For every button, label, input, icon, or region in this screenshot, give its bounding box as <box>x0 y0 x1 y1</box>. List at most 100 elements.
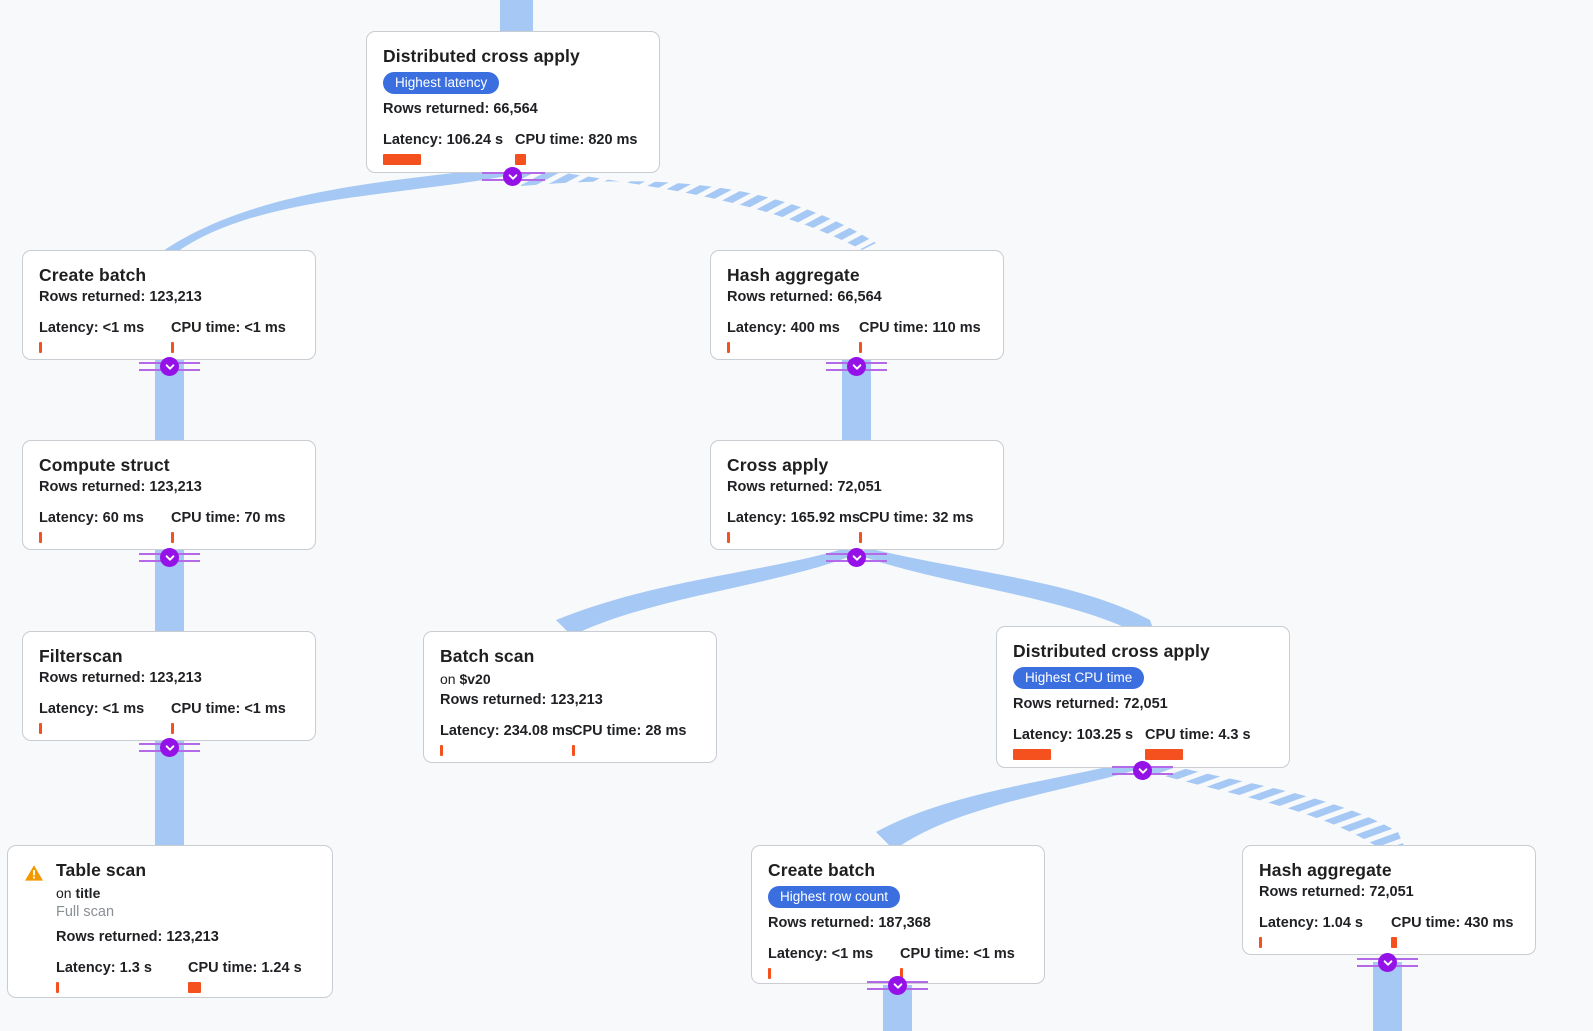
node-metrics: Latency: <1 ms CPU time: <1 ms <box>39 320 299 353</box>
metric-cpu-label: CPU time: 1.24 s <box>188 960 302 976</box>
metric-latency-bar <box>39 723 42 734</box>
edge-distributed-cross-apply-to-create-batch <box>876 760 1136 856</box>
node-title: Distributed cross apply <box>383 46 580 66</box>
metric-latency: Latency: <1 ms <box>768 946 900 979</box>
node-body: Distributed cross apply Highest latency … <box>383 46 643 165</box>
chevron-down-icon <box>851 361 863 373</box>
node-inner: Batch scan on $v20 Rows returned: 123,21… <box>440 646 700 756</box>
chevron-down-icon <box>851 552 863 564</box>
edge-hash-aggregate-lower-outgoing <box>1373 962 1402 1031</box>
on-prefix: on <box>440 671 456 687</box>
chevron-down-icon <box>892 980 904 992</box>
metric-cpu-label: CPU time: 820 ms <box>515 132 638 148</box>
node-body: Create batch Highest row count Rows retu… <box>768 860 1028 979</box>
node-metrics: Latency: 165.92 ms CPU time: 32 ms <box>727 510 987 543</box>
metric-cpu: CPU time: <1 ms <box>171 320 286 353</box>
plan-node-filterscan[interactable]: Filterscan Rows returned: 123,213 Latenc… <box>22 631 316 741</box>
metric-cpu: CPU time: 820 ms <box>515 132 638 165</box>
metric-cpu-label: CPU time: 32 ms <box>859 510 974 526</box>
node-body: Batch scan on $v20 Rows returned: 123,21… <box>440 646 700 756</box>
plan-node-distributed-cross-apply-root[interactable]: Distributed cross apply Highest latency … <box>366 31 660 173</box>
plan-node-create-batch-lower[interactable]: Create batch Highest row count Rows retu… <box>751 845 1045 984</box>
status-badge: Highest latency <box>383 72 500 94</box>
metric-latency-label: Latency: 103.25 s <box>1013 727 1134 743</box>
metric-latency-bar <box>1259 937 1262 948</box>
node-title: Distributed cross apply <box>1013 641 1210 661</box>
collapse-toggle-create-batch-left[interactable] <box>160 357 179 376</box>
metric-latency-bar <box>768 968 771 979</box>
metric-cpu: CPU time: 28 ms <box>572 723 686 756</box>
metric-cpu-label: CPU time: <1 ms <box>171 320 286 336</box>
metric-cpu-bar <box>1145 749 1183 760</box>
chevron-down-icon <box>164 552 176 564</box>
metric-latency: Latency: 106.24 s <box>383 132 515 165</box>
metric-cpu-label: CPU time: <1 ms <box>171 701 286 717</box>
metric-cpu: CPU time: 1.24 s <box>188 960 302 993</box>
collapse-toggle-distributed-cross-apply-root[interactable] <box>503 167 522 186</box>
node-title: Compute struct <box>39 455 170 475</box>
metric-latency: Latency: 1.3 s <box>56 960 188 993</box>
metric-cpu: CPU time: 110 ms <box>859 320 981 353</box>
node-metrics: Latency: 60 ms CPU time: 70 ms <box>39 510 299 543</box>
metric-latency-bar <box>39 342 42 353</box>
plan-node-hash-aggregate-lower[interactable]: Hash aggregate Rows returned: 72,051 Lat… <box>1242 845 1536 955</box>
node-metrics: Latency: 1.3 s CPU time: 1.24 s <box>56 960 316 993</box>
metric-latency-bar <box>727 342 730 353</box>
metric-cpu-label: CPU time: <1 ms <box>900 946 1015 962</box>
node-title: Cross apply <box>727 455 829 475</box>
node-title: Hash aggregate <box>727 265 860 285</box>
node-metrics: Latency: 1.04 s CPU time: 430 ms <box>1259 915 1519 948</box>
metric-cpu-label: CPU time: 110 ms <box>859 320 981 336</box>
collapse-toggle-distributed-cross-apply-lower[interactable] <box>1133 761 1152 780</box>
node-body: Create batch Rows returned: 123,213 Late… <box>39 265 299 353</box>
collapse-toggle-filterscan[interactable] <box>160 738 179 757</box>
metric-latency-bar <box>440 745 443 756</box>
chevron-down-icon <box>1382 957 1394 969</box>
node-title: Filterscan <box>39 646 123 666</box>
plan-node-table-scan[interactable]: Table scan on title Full scan Rows retur… <box>7 845 333 998</box>
scan-type: Full scan <box>56 904 115 920</box>
node-inner: Hash aggregate Rows returned: 72,051 Lat… <box>1259 860 1519 948</box>
collapse-toggle-hash-aggregate-upper[interactable] <box>847 357 866 376</box>
plan-node-compute-struct[interactable]: Compute struct Rows returned: 123,213 La… <box>22 440 316 550</box>
collapse-toggle-hash-aggregate-lower[interactable] <box>1378 953 1397 972</box>
metric-latency: Latency: 103.25 s <box>1013 727 1145 760</box>
plan-node-batch-scan[interactable]: Batch scan on $v20 Rows returned: 123,21… <box>423 631 717 763</box>
collapse-toggle-cross-apply[interactable] <box>847 548 866 567</box>
metric-latency-bar <box>56 982 59 993</box>
collapse-toggle-compute-struct[interactable] <box>160 548 179 567</box>
node-inner: Create batch Highest row count Rows retu… <box>768 860 1028 979</box>
metric-latency-label: Latency: <1 ms <box>39 320 145 336</box>
collapse-toggle-create-batch-lower[interactable] <box>888 976 907 995</box>
warning-icon <box>24 863 44 883</box>
node-body: Hash aggregate Rows returned: 72,051 Lat… <box>1259 860 1519 948</box>
metric-cpu-bar <box>171 532 174 543</box>
status-badge: Highest row count <box>768 886 901 908</box>
metric-cpu: CPU time: 4.3 s <box>1145 727 1251 760</box>
metric-latency-label: Latency: <1 ms <box>768 946 874 962</box>
rows-returned: Rows returned: 72,051 <box>1259 884 1414 900</box>
status-badge: Highest CPU time <box>1013 667 1145 689</box>
node-body: Filterscan Rows returned: 123,213 Latenc… <box>39 646 299 734</box>
node-title: Hash aggregate <box>1259 860 1392 880</box>
metric-latency: Latency: 165.92 ms <box>727 510 860 543</box>
metric-latency-label: Latency: 400 ms <box>727 320 840 336</box>
metric-latency-bar <box>727 532 730 543</box>
metric-latency: Latency: 400 ms <box>727 320 859 353</box>
rows-returned: Rows returned: 187,368 <box>768 915 931 931</box>
metric-cpu-bar <box>859 342 862 353</box>
plan-node-hash-aggregate-upper[interactable]: Hash aggregate Rows returned: 66,564 Lat… <box>710 250 1004 360</box>
node-inner: Cross apply Rows returned: 72,051 Latenc… <box>727 455 987 543</box>
node-body: Cross apply Rows returned: 72,051 Latenc… <box>727 455 987 543</box>
rows-returned: Rows returned: 72,051 <box>727 479 882 495</box>
plan-node-cross-apply[interactable]: Cross apply Rows returned: 72,051 Latenc… <box>710 440 1004 550</box>
edge-distributed-cross-apply-to-hash-aggregate <box>1150 760 1404 850</box>
metric-cpu-bar <box>515 154 526 165</box>
plan-node-distributed-cross-apply-lower[interactable]: Distributed cross apply Highest CPU time… <box>996 626 1290 768</box>
metric-cpu-bar <box>859 532 862 543</box>
plan-node-create-batch-left[interactable]: Create batch Rows returned: 123,213 Late… <box>22 250 316 360</box>
rows-returned: Rows returned: 123,213 <box>39 670 202 686</box>
chevron-down-icon <box>1137 765 1149 777</box>
rows-returned: Rows returned: 72,051 <box>1013 696 1168 712</box>
